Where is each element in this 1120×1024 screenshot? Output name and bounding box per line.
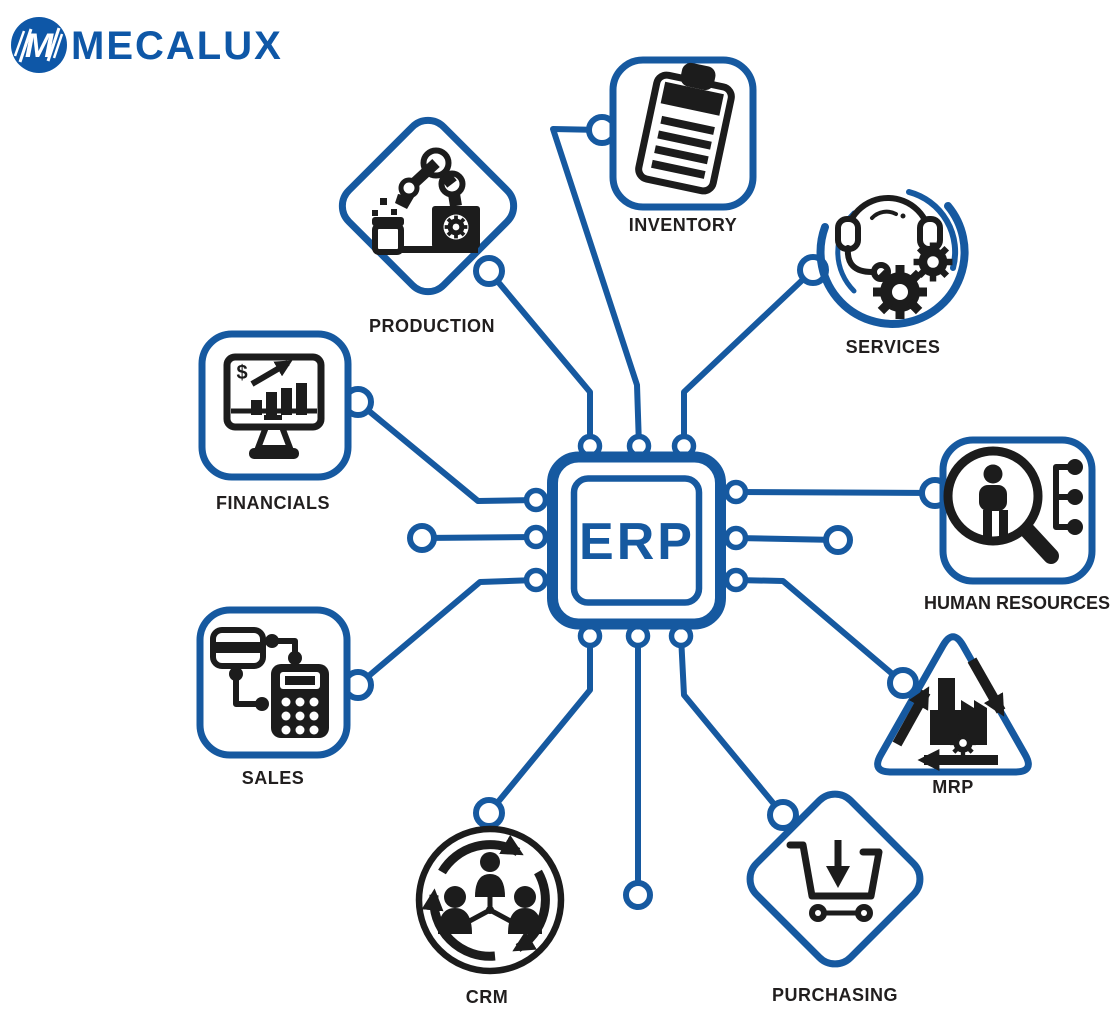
connection-wires (355, 126, 938, 898)
module-inventory: INVENTORY (609, 56, 757, 235)
module-sales: SALES (196, 606, 351, 788)
wire-mrp-erp (733, 577, 906, 686)
stub-terminal-left (407, 523, 437, 553)
module-financials: $ FINANCIALS (198, 330, 352, 513)
erp-chip-label: ERP (579, 513, 695, 571)
monitor-chart-icon: $ (223, 353, 325, 459)
connector-mrp (887, 667, 919, 699)
mrp-label: MRP (932, 777, 974, 797)
headset-gears-icon (835, 195, 952, 319)
logo-m-glyph: M (25, 27, 54, 65)
erp-chip-pins (407, 433, 853, 910)
brand-wordmark: MECALUX (71, 24, 283, 68)
human-resources-label: HUMAN RESOURCES (924, 593, 1110, 613)
mecalux-logo-mark-icon (11, 17, 67, 73)
wire-human-resources-erp (733, 489, 938, 496)
erp-chip: ERP (547, 451, 726, 630)
mecalux-logo: M MECALUX (11, 17, 283, 73)
sales-label: SALES (242, 768, 305, 788)
connector-purchasing (767, 799, 799, 831)
module-services: SERVICES (816, 189, 969, 357)
card-calculator-icon (210, 627, 329, 738)
crm-label: CRM (466, 987, 509, 1007)
module-purchasing: PURCHASING (746, 790, 924, 1005)
connector-production (473, 255, 505, 287)
stub-terminal-right (823, 525, 853, 555)
wire-production-erp (486, 268, 593, 449)
module-mrp: MRP (874, 633, 1032, 797)
wire-sales-erp (355, 577, 539, 688)
module-production: PRODUCTION (338, 116, 518, 336)
stub-terminal-bottom (623, 880, 653, 910)
services-label: SERVICES (846, 337, 941, 357)
clipboard-icon (635, 62, 735, 195)
shopping-cart-icon (786, 840, 883, 922)
wire-financials-erp (355, 399, 539, 504)
magnifier-person-icon (943, 446, 1083, 564)
wire-services-erp (681, 267, 816, 449)
module-human-resources: HUMAN RESOURCES (924, 436, 1110, 613)
factory-recycle-icon (892, 657, 1006, 771)
module-crm: CRM (415, 825, 565, 1007)
production-label: PRODUCTION (369, 316, 495, 336)
wire-stub-left (419, 534, 539, 541)
financials-label: FINANCIALS (216, 493, 330, 513)
purchasing-label: PURCHASING (772, 985, 898, 1005)
robot-arm-icon (372, 147, 480, 255)
wire-inventory-erp (550, 126, 642, 449)
wire-stub-right (733, 535, 841, 543)
people-network-icon (421, 834, 550, 961)
inventory-label: INVENTORY (629, 215, 738, 235)
wire-purchasing-erp (678, 633, 786, 818)
wire-crm-erp (486, 633, 593, 816)
connector-crm (473, 797, 505, 829)
dollar-sign: $ (236, 362, 247, 384)
